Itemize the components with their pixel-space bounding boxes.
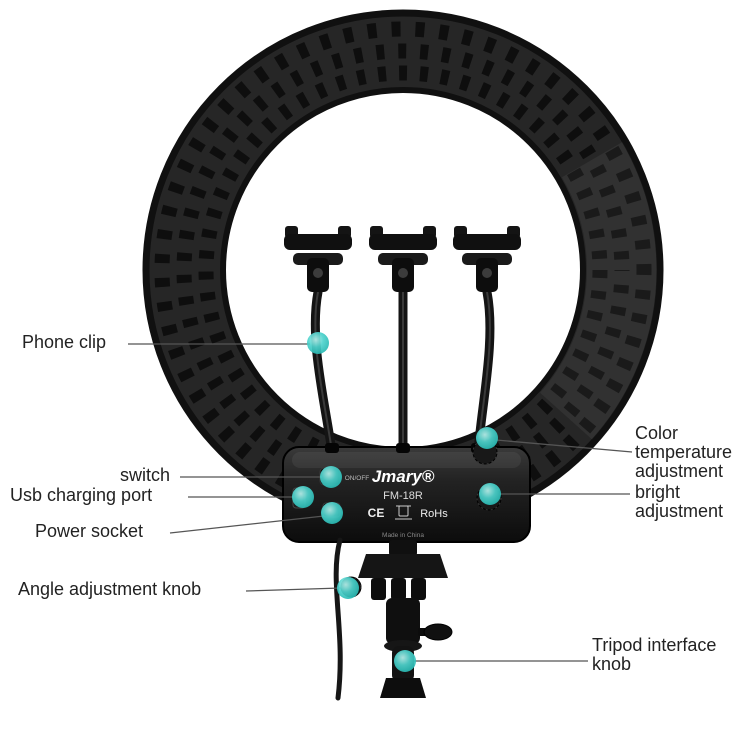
label-bright-adjustment: bright adjustment [635,482,724,521]
label-color-temperature-adjustment: Color temperature adjustment [635,423,733,481]
callout-line-power-socket [169,515,325,534]
label-angle-adjustment-knob: Angle adjustment knob [18,579,202,599]
switch-marker [320,466,342,488]
angle-knob-marker [337,577,359,599]
callout-line-color-temp [495,439,633,453]
made-in-text: Made in China [382,532,424,539]
weee-icon [395,505,412,520]
label-phone-clip: Phone clip [22,332,107,352]
on-off-text: ON/OFF [345,475,370,482]
tripod-knob-marker [394,650,416,672]
label-tripod-interface-knob: Tripod interface knob [592,635,717,674]
brand-text: Jmary® [372,467,435,486]
phone-clip-middle [369,226,437,457]
ce-mark: CE [368,506,385,520]
model-text: FM-18R [383,490,423,502]
label-power-socket: Power socket [35,521,144,541]
rohs-mark: RoHs [420,508,448,520]
label-usb-charging-port: Usb charging port [10,485,153,505]
color-temp-marker [476,427,498,449]
phone-clip-marker [307,332,329,354]
label-switch: switch [120,465,171,485]
power-socket-marker [321,502,343,524]
usb-port-marker [292,486,314,508]
callout-markers [292,332,501,672]
callout-lines [128,343,633,662]
power-cable [333,537,343,701]
phone-clip-left [284,226,352,457]
callout-line-angle-knob [245,587,342,592]
tripod-foot [380,678,426,698]
tripod-wing-knob [418,623,453,641]
bright-marker [479,483,501,505]
tripod-interface [380,598,453,698]
